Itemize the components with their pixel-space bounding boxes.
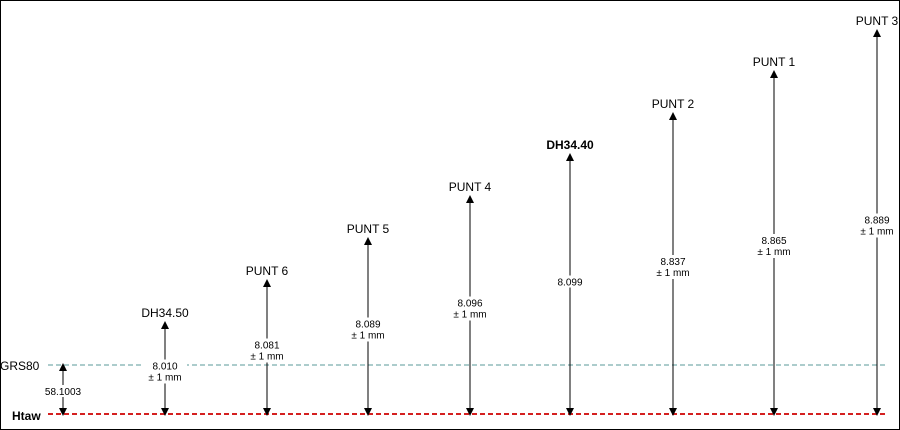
height-value: 8.081 <box>254 341 279 352</box>
point-label: PUNT 1 <box>753 55 796 69</box>
height-value: 8.837 <box>660 257 685 268</box>
height-value: 8.096 <box>457 299 482 310</box>
height-value: 8.010 <box>152 362 177 373</box>
point-punt2: PUNT 2 8.837± 1 mm <box>651 97 695 416</box>
point-punt5: PUNT 5 8.089± 1 mm <box>346 222 390 416</box>
height-value: 8.089 <box>355 320 380 331</box>
point-dh3450: DH34.50 8.010± 1 mm <box>141 306 189 416</box>
value-background <box>651 255 695 279</box>
height-value: 8.889 <box>864 216 889 227</box>
height-value: 8.099 <box>557 278 582 289</box>
htaw-label: Htaw <box>12 409 41 423</box>
point-label: DH34.40 <box>546 138 594 152</box>
grs80-label: GRS80 <box>0 359 40 373</box>
point-label: PUNT 3 <box>856 14 899 28</box>
point-punt4: PUNT 4 8.096± 1 mm <box>448 180 492 416</box>
grs80-offset-value: 58.1003 <box>45 387 82 398</box>
point-label: PUNT 2 <box>652 97 695 111</box>
height-accuracy: ± 1 mm <box>351 331 384 342</box>
point-label: PUNT 4 <box>449 180 492 194</box>
grs80-offset-value-bg <box>40 385 86 397</box>
height-accuracy: ± 1 mm <box>860 227 893 238</box>
height-accuracy: ± 1 mm <box>250 352 283 363</box>
value-background <box>448 296 492 321</box>
point-label: PUNT 5 <box>347 222 390 236</box>
point-label: DH34.50 <box>141 306 189 320</box>
height-accuracy: ± 1 mm <box>656 268 689 279</box>
point-punt3: PUNT 3 8.889± 1 mm <box>855 14 899 416</box>
point-dh3440: DH34.40 8.099 <box>546 138 594 416</box>
value-background <box>752 234 796 258</box>
value-background <box>143 359 187 384</box>
value-background <box>548 275 592 288</box>
value-background <box>855 213 899 238</box>
value-background <box>346 317 390 342</box>
point-label: PUNT 6 <box>246 264 289 278</box>
point-punt6: PUNT 6 8.081± 1 mm <box>245 264 289 416</box>
height-accuracy: ± 1 mm <box>757 247 790 258</box>
height-accuracy: ± 1 mm <box>148 373 181 384</box>
point-punt1: PUNT 1 8.865± 1 mm <box>752 55 796 416</box>
value-background <box>245 338 289 363</box>
height-value: 8.865 <box>761 236 786 247</box>
height-accuracy: ± 1 mm <box>453 310 486 321</box>
